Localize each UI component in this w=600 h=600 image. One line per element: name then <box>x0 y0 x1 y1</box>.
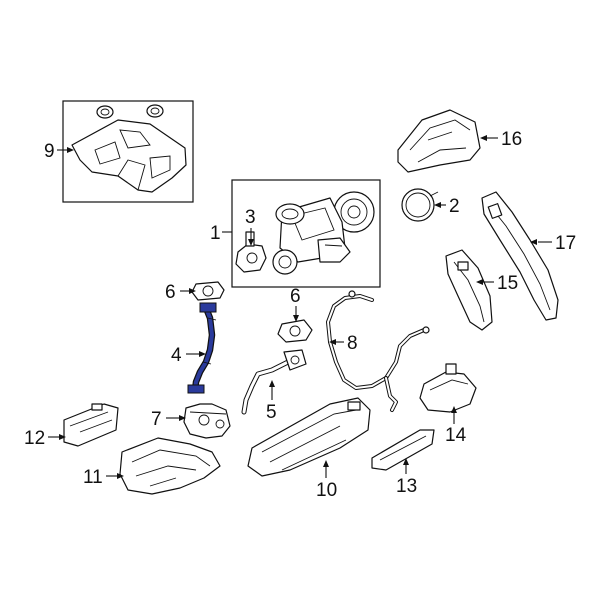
callout-13: 13 <box>396 476 417 497</box>
part-17-heat-shield[interactable] <box>481 191 559 321</box>
part-12-bracket[interactable] <box>63 403 119 447</box>
callout-6-upper: 6 <box>165 282 176 303</box>
part-15-heat-shield[interactable] <box>445 249 493 331</box>
part-14-heat-shield[interactable] <box>419 363 477 413</box>
part-1-frame <box>231 179 381 288</box>
callout-1: 1 <box>210 223 221 244</box>
callout-10: 10 <box>316 480 337 501</box>
callout-14: 14 <box>445 425 467 446</box>
callout-4: 4 <box>171 345 182 366</box>
callout-3: 3 <box>245 207 256 228</box>
part-2-clamp[interactable] <box>401 188 439 222</box>
part-8-coolant-lines[interactable] <box>326 290 430 412</box>
part-5-oil-return-tube[interactable] <box>241 349 307 415</box>
part-10-heat-shield[interactable] <box>247 397 371 477</box>
part-11-heat-shield[interactable] <box>119 437 221 495</box>
part-6-gasket-upper[interactable] <box>191 281 225 301</box>
callout-2: 2 <box>449 196 460 217</box>
part-16-heat-shield[interactable] <box>397 109 481 173</box>
part-9-frame <box>62 100 194 203</box>
part-9-engine-cover[interactable] <box>62 100 194 203</box>
callout-16: 16 <box>501 129 522 150</box>
part-6-gasket-lower[interactable] <box>277 319 313 343</box>
callout-9: 9 <box>44 141 55 162</box>
callout-8: 8 <box>347 333 358 354</box>
callout-12: 12 <box>24 428 45 449</box>
callout-6-lower: 6 <box>290 286 301 307</box>
callout-7: 7 <box>151 409 162 430</box>
callout-leaders <box>48 135 552 479</box>
part-13-bracket[interactable] <box>371 429 435 471</box>
callout-11: 11 <box>83 467 103 488</box>
part-7-adapter[interactable] <box>183 403 231 439</box>
part-1-turbocharger[interactable] <box>231 179 381 288</box>
callout-5: 5 <box>266 402 277 423</box>
callout-15: 15 <box>497 273 518 294</box>
part-4-oil-feed-line[interactable] <box>187 302 217 394</box>
callout-17: 17 <box>555 233 576 254</box>
